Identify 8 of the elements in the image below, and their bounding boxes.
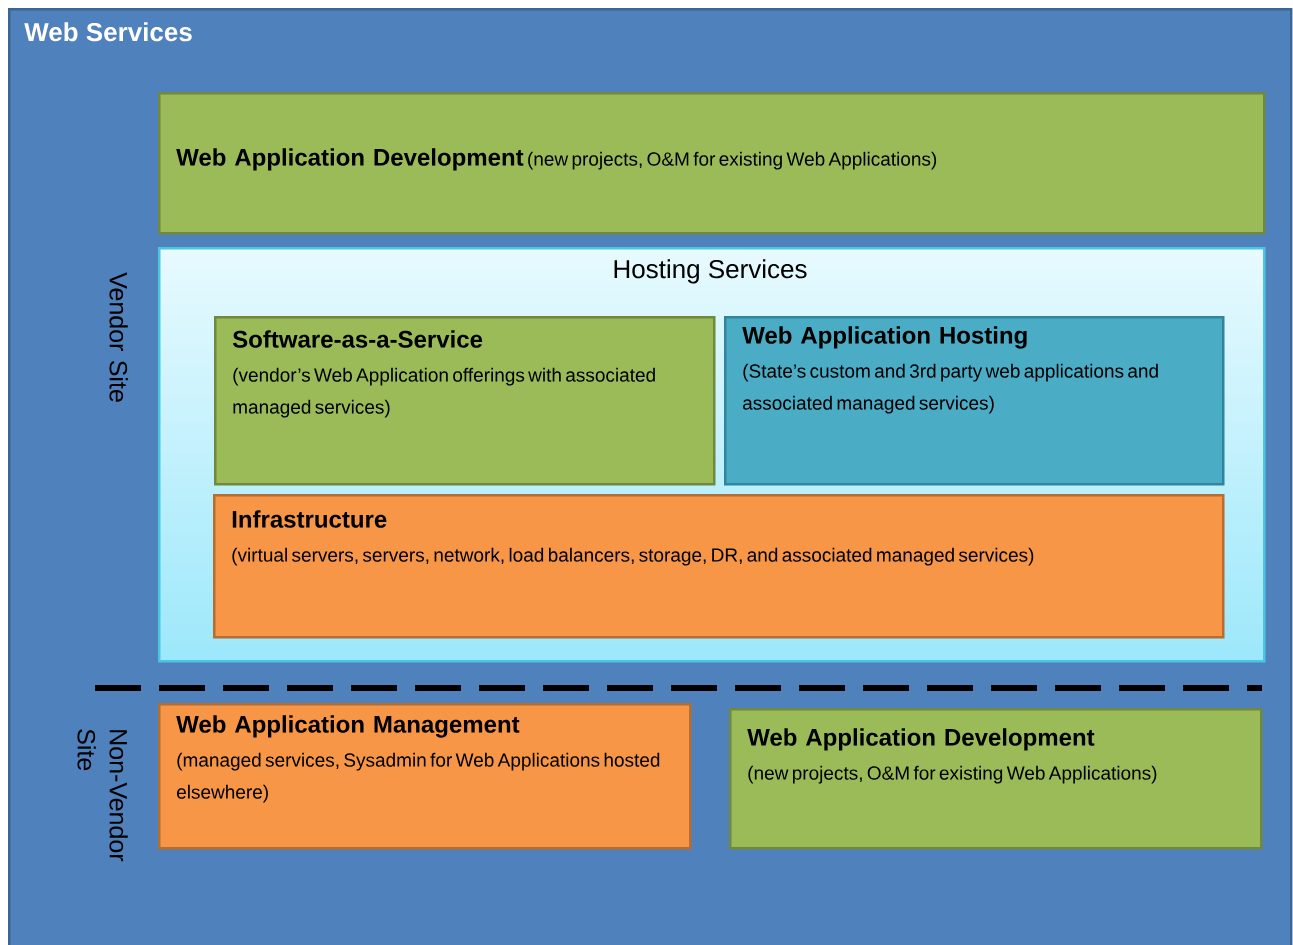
side-label: Non-Vendor Site xyxy=(77,729,128,862)
service-box: Software-as-a-Service (vendor’s Web Application offerings with associated managed services) xyxy=(214,316,716,486)
service-box: Web Application Hosting (State’s custom and 3rd party web applications and associated managed services) xyxy=(724,316,1225,486)
service-box: Web Application Management (managed services, Sysadmin for Web Applications hosted elsewhere) xyxy=(158,703,692,850)
service-box: Infrastructure (virtual servers, servers, network, load balancers, storage, DR, and associated managed services) xyxy=(213,494,1225,639)
side-label: Vendor Site xyxy=(109,272,128,402)
service-box: Web Application Development (new projects, O&M for existing Web Applications) xyxy=(729,708,1263,850)
service-box: Web Application Development (new projects, O&M for existing Web Applications) xyxy=(158,92,1266,235)
